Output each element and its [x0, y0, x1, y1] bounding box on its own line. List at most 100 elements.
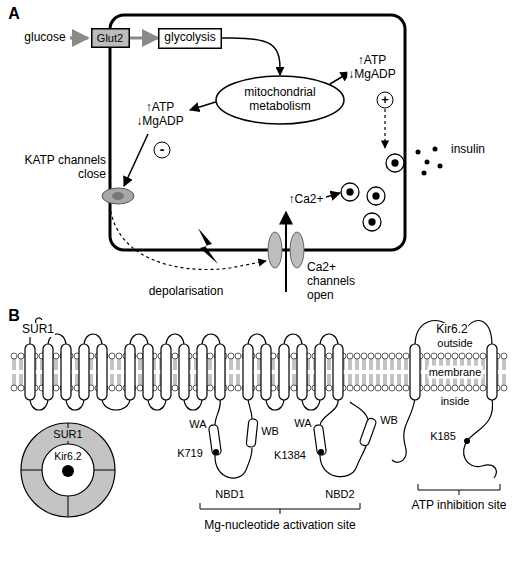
lipid-bilayer: [309, 374, 310, 385]
insulin-granule: [422, 171, 427, 176]
lipid-bilayer: [228, 385, 234, 391]
lipid-bilayer: [328, 359, 329, 370]
lipid-bilayer: [445, 353, 451, 359]
lipid-bilayer: [113, 359, 114, 370]
lipid-bilayer: [190, 359, 191, 370]
lipid-bilayer: [76, 374, 77, 385]
lipid-bilayer: [207, 385, 213, 391]
lipid-bilayer: [176, 374, 177, 385]
site-bracket: [418, 484, 500, 495]
walker-motif: [313, 425, 326, 456]
transmembrane-helix: [179, 344, 189, 400]
lipid-bilayer: [260, 374, 261, 385]
lipid-bilayer: [328, 374, 329, 385]
lipid-bilayer: [386, 374, 387, 385]
lipid-bilayer: [377, 374, 378, 385]
lipid-bilayer: [13, 359, 14, 370]
residue-dot: [213, 449, 219, 455]
lipid-bilayer: [314, 374, 315, 385]
lipid-bilayer: [396, 353, 402, 359]
lipid-bilayer: [111, 374, 112, 385]
transmembrane-helix: [410, 344, 420, 400]
lipid-bilayer: [295, 359, 296, 370]
transmembrane-helix: [261, 344, 271, 400]
lipid-bilayer: [382, 385, 388, 391]
lipid-bilayer: [503, 374, 504, 385]
lipid-bilayer: [349, 374, 350, 385]
lipid-bilayer: [365, 374, 366, 385]
lipid-bilayer: [235, 353, 241, 359]
lipid-bilayer: [36, 374, 37, 385]
residue-dot: [464, 438, 470, 444]
flow-arrow: [222, 38, 280, 75]
transmembrane-helix: [161, 344, 171, 400]
lightning-bolt: [198, 228, 218, 264]
lipid-bilayer: [293, 359, 294, 370]
lipid-bilayer: [78, 374, 79, 385]
lipid-bilayer: [354, 385, 360, 391]
node-text: mitochondrial metabolism: [232, 86, 328, 114]
lipid-bilayer: [361, 385, 367, 391]
protein-chain: [30, 334, 338, 410]
panel-letter: B: [7, 307, 21, 325]
lipid-bilayer: [239, 359, 240, 370]
protein-chain: [350, 402, 368, 419]
lipid-bilayer: [41, 374, 42, 385]
lipid-bilayer: [400, 374, 401, 385]
lipid-bilayer: [293, 374, 294, 385]
lipid-bilayer: [368, 353, 374, 359]
lipid-bilayer: [358, 374, 359, 385]
lipid-bilayer: [356, 374, 357, 385]
lipid-bilayer: [230, 359, 231, 370]
transmembrane-helix: [243, 344, 253, 400]
lipid-bilayer: [141, 359, 142, 370]
lipid-bilayer: [370, 374, 371, 385]
lipid-bilayer: [344, 374, 345, 385]
panel-letter: A: [7, 5, 21, 23]
lipid-bilayer: [505, 359, 506, 370]
transmembrane-helix: [125, 344, 135, 400]
transmembrane-helix: [79, 344, 89, 400]
transmembrane-helix: [61, 344, 71, 400]
protein-chain: [320, 398, 338, 425]
lipid-bilayer: [209, 359, 210, 370]
katp-channel: [112, 192, 124, 200]
lipid-bilayer: [237, 359, 238, 370]
metabolite-label: ↓MgADP: [135, 115, 184, 129]
lipid-bilayer: [498, 359, 499, 370]
lipid-bilayer: [351, 359, 352, 370]
lipid-bilayer: [120, 359, 121, 370]
lipid-bilayer: [57, 374, 58, 385]
metabolite-label: ↑ATP: [357, 54, 387, 68]
residue-dot: [318, 449, 324, 455]
signal-arrows: [70, 38, 385, 292]
node-outline: [21, 423, 115, 517]
insulin-vesicle: [367, 187, 385, 205]
lipid-bilayer: [358, 359, 359, 370]
lipid-bilayer: [466, 353, 472, 359]
lipid-bilayer: [398, 359, 399, 370]
insulin-granule: [416, 147, 443, 176]
lipid-bilayer: [391, 374, 392, 385]
lipid-bilayer: [407, 374, 408, 385]
calcium-influx-arrow: [285, 212, 287, 292]
region-label: membrane: [428, 366, 483, 379]
lipid-bilayer: [274, 374, 275, 385]
lipid-bilayer: [424, 385, 430, 391]
lipid-bilayer: [22, 374, 23, 385]
lipid-bilayer: [235, 385, 241, 391]
lipid-bilayer: [160, 359, 161, 370]
lipid-bilayer: [211, 374, 212, 385]
protein-chain: [102, 398, 130, 410]
lipid-bilayer: [11, 385, 17, 391]
insulin-vesicle: [373, 193, 379, 199]
lipid-bilayer: [15, 359, 16, 370]
insulin-granule: [433, 147, 438, 152]
lipid-bilayer: [309, 359, 310, 370]
lipid-bilayer: [211, 359, 212, 370]
motif-label: WB: [260, 425, 280, 438]
lipid-bilayer: [118, 359, 119, 370]
lipid-bilayer: [291, 385, 297, 391]
sign-symbol: +: [380, 93, 390, 108]
lipid-bilayer: [354, 353, 360, 359]
